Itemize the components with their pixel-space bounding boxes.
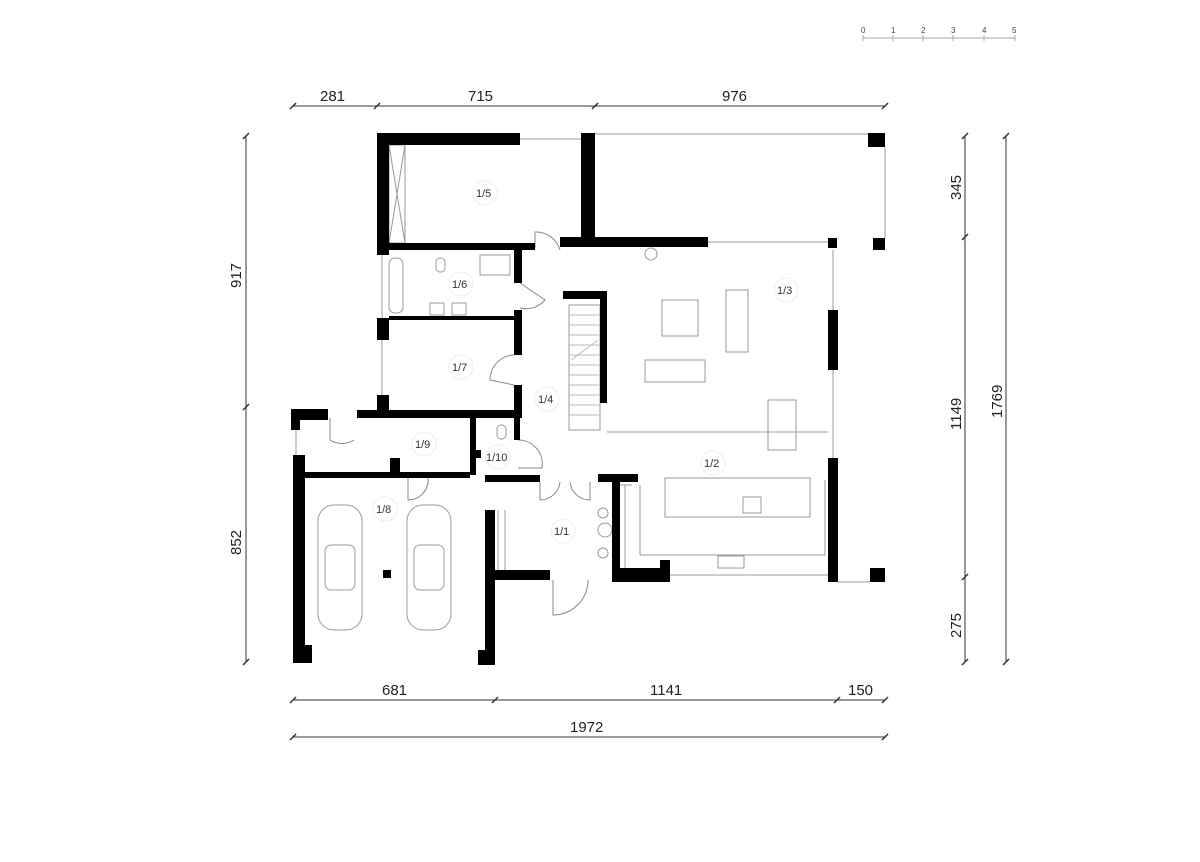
room-label-1-4: 1/4	[538, 394, 553, 406]
fireplace	[644, 247, 658, 261]
kitchen-sink	[717, 555, 745, 569]
dimension-right-2: 1149	[948, 398, 965, 430]
dining-table	[767, 399, 797, 451]
thin-lines	[295, 133, 886, 655]
room-label-1-10: 1/10	[486, 452, 507, 464]
bathtub	[388, 257, 404, 314]
scale-tick: 4	[982, 26, 987, 35]
door-swings	[329, 231, 591, 616]
dimension-top-3: 976	[722, 88, 747, 105]
scale-tick: 1	[891, 26, 896, 35]
room-label-1-7: 1/7	[452, 362, 467, 374]
dimension-bottom-3: 150	[848, 682, 873, 699]
dimension-top-1: 281	[320, 88, 345, 105]
sofa	[725, 289, 749, 353]
sink	[451, 302, 467, 316]
toilet	[435, 257, 446, 273]
room-label-1-6: 1/6	[452, 279, 467, 291]
shower-tray	[479, 254, 511, 276]
dimension-left-2: 852	[228, 530, 245, 555]
walls	[291, 133, 885, 665]
dimension-bottom-total: 1972	[570, 719, 603, 736]
room-label-1-1: 1/1	[554, 526, 569, 538]
car	[406, 504, 452, 631]
room-label-1-2: 1/2	[704, 458, 719, 470]
scale-tick: 5	[1012, 26, 1017, 35]
car	[317, 504, 363, 631]
dimension-right-1: 345	[948, 175, 965, 200]
stair-treads	[569, 314, 600, 416]
furniture	[317, 247, 811, 631]
dimension-bottom-1: 681	[382, 682, 407, 699]
dimension-left-1: 917	[228, 263, 245, 288]
dimension-lines	[242, 102, 1010, 741]
room-label-1-5: 1/5	[476, 188, 491, 200]
cooktop	[742, 496, 762, 514]
room-label-1-8: 1/8	[376, 504, 391, 516]
room-label-1-9: 1/9	[415, 439, 430, 451]
scale-bar	[862, 35, 1016, 41]
dimension-right-total: 1769	[989, 385, 1006, 418]
dimension-right-3: 275	[948, 613, 965, 638]
coffee-table	[661, 299, 699, 337]
dimension-bottom-2: 1141	[650, 682, 682, 699]
scale-tick: 3	[951, 26, 956, 35]
sofa	[644, 359, 706, 383]
scale-tick: 0	[861, 26, 866, 35]
room-label-markers	[372, 180, 799, 544]
room-label-1-3: 1/3	[777, 285, 792, 297]
kitchen-island	[664, 477, 811, 518]
sink	[429, 302, 445, 316]
toilet	[496, 424, 507, 440]
scale-tick: 2	[921, 26, 926, 35]
dimension-top-2: 715	[468, 88, 493, 105]
